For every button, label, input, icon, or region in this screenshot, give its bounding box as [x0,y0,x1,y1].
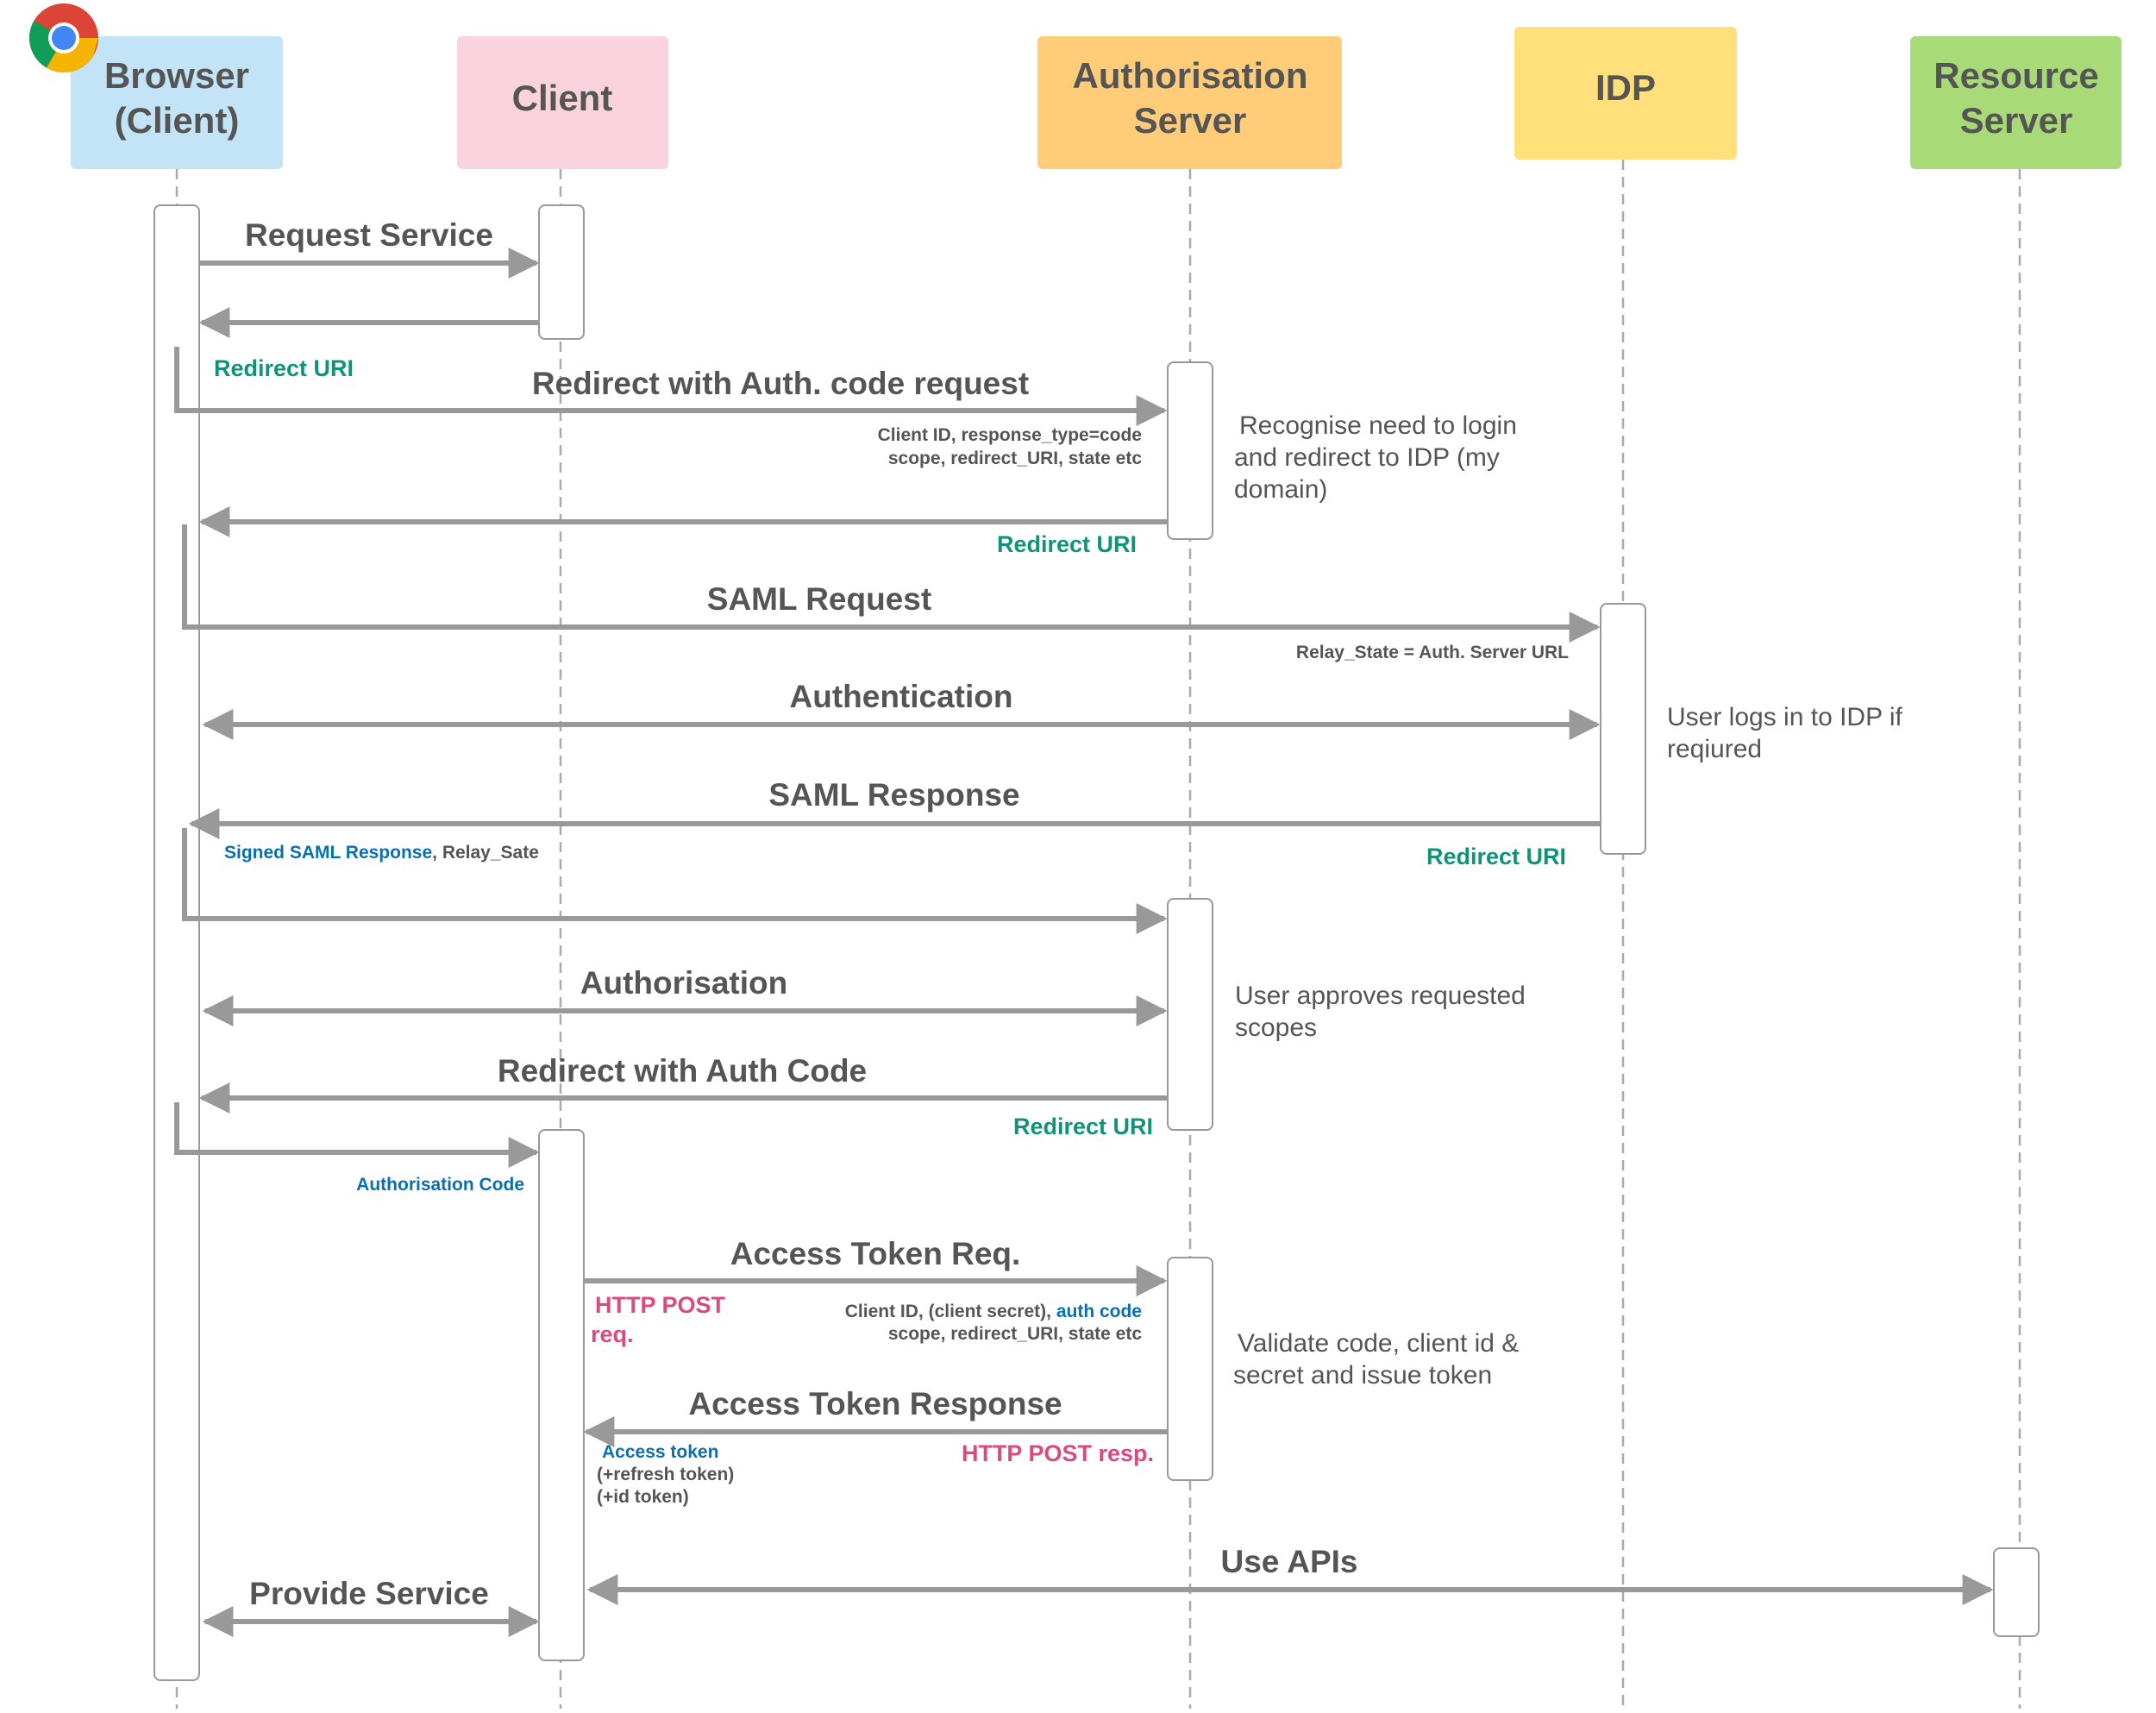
msg-access-token-response: Access Token Response [688,1386,1062,1421]
participant-browser-box [71,36,283,169]
participant-client-title: Client [512,78,613,118]
participant-idp-title: IDP [1595,67,1656,108]
label-redirect-uri-2: Redirect URI [997,531,1137,557]
label-token-params-line1a: Client ID, (client secret), [845,1302,1056,1321]
label-token-params-line1: Client ID, (client secret), auth code [845,1302,1142,1321]
label-http-post-req-line1: HTTP POST [595,1292,726,1318]
participant-resource-server-box [1910,36,2122,169]
label-access-token: Access token [602,1442,718,1462]
note-recognise-line3: domain) [1234,475,1327,504]
msg-saml-response: SAML Response [768,777,1019,813]
note-user-approves-line2: scopes [1235,1013,1317,1042]
msg-access-token-req: Access Token Req. [730,1236,1021,1271]
activation-idp [1600,603,1646,855]
participant-client-box [457,36,668,169]
msg-provide-service: Provide Service [249,1576,489,1611]
msg-redirect-auth-code: Redirect with Auth Code [498,1053,867,1089]
label-authorisation-code: Authorisation Code [356,1175,524,1195]
label-redirect-uri-1: Redirect URI [214,355,354,381]
msg-authentication: Authentication [790,679,1013,714]
label-token-params-line2: scope, redirect_URI, state etc [888,1324,1142,1344]
activation-browser [154,204,200,1681]
participant-resource-server-title-line1: Resource [1934,55,2098,96]
participant-auth-server-title-line1: Authorisation [1073,55,1308,96]
arrow-authorisation-code-to-client [174,1102,540,1168]
activation-client-1 [538,204,585,340]
note-user-logs-in-line2: reqiured [1667,735,1762,763]
label-relay-sate: , Relay_Sate [432,843,539,863]
activation-auth-server-3 [1167,1257,1213,1481]
arrow-redirect-auth-code-request [174,347,1168,426]
note-user-approves-line1: User approves requested [1235,982,1526,1010]
participant-idp-box [1514,27,1737,160]
label-redirect-uri-3: Redirect URI [1426,844,1566,869]
participant-auth-server-title-line2: Server [1134,100,1247,141]
msg-request-service: Request Service [245,217,493,253]
msg-redirect-auth-code-request: Redirect with Auth. code request [532,366,1029,401]
arrow-saml-response-to-auth-server [182,828,1168,934]
label-relay-state: Relay_State = Auth. Server URL [1296,643,1569,662]
activation-auth-server-1 [1167,361,1213,540]
activation-client-2 [538,1129,585,1661]
note-validate-line2: secret and issue token [1233,1361,1492,1390]
label-auth-req-params-line1: Client ID, response_type=code [878,425,1142,445]
activation-resource-server [1993,1547,2040,1637]
note-validate-line1: Validate code, client id & [1238,1329,1519,1358]
msg-saml-request: SAML Request [707,581,931,617]
label-token-params-auth-code: auth code [1056,1302,1142,1321]
label-http-post-req-line2: req. [591,1321,634,1347]
label-refresh-token: (+refresh token) [597,1465,734,1484]
label-signed-saml-response-relay: Signed SAML Response, Relay_Sate [224,843,539,863]
note-recognise-line1: Recognise need to login [1239,411,1517,440]
arrow-saml-request [182,524,1601,643]
participant-resource-server-title-line2: Server [1960,100,2073,141]
label-id-token: (+id token) [597,1487,689,1507]
label-signed-saml-response: Signed SAML Response [224,843,432,863]
label-auth-req-params-line2: scope, redirect_URI, state etc [888,449,1142,468]
chrome-logo-icon [29,3,98,72]
label-http-post-resp: HTTP POST resp. [962,1440,1154,1466]
activation-auth-server-2 [1167,898,1213,1131]
participant-browser-title-line2: (Client) [115,100,240,141]
msg-authorisation: Authorisation [580,965,787,1001]
label-redirect-uri-4: Redirect URI [1013,1114,1153,1139]
participant-auth-server-box [1037,36,1342,169]
note-recognise-line2: and redirect to IDP (my [1234,443,1500,472]
msg-use-apis: Use APIs [1220,1544,1357,1579]
participant-browser-title-line1: Browser [104,55,249,96]
note-user-logs-in-line1: User logs in to IDP if [1667,703,1903,731]
